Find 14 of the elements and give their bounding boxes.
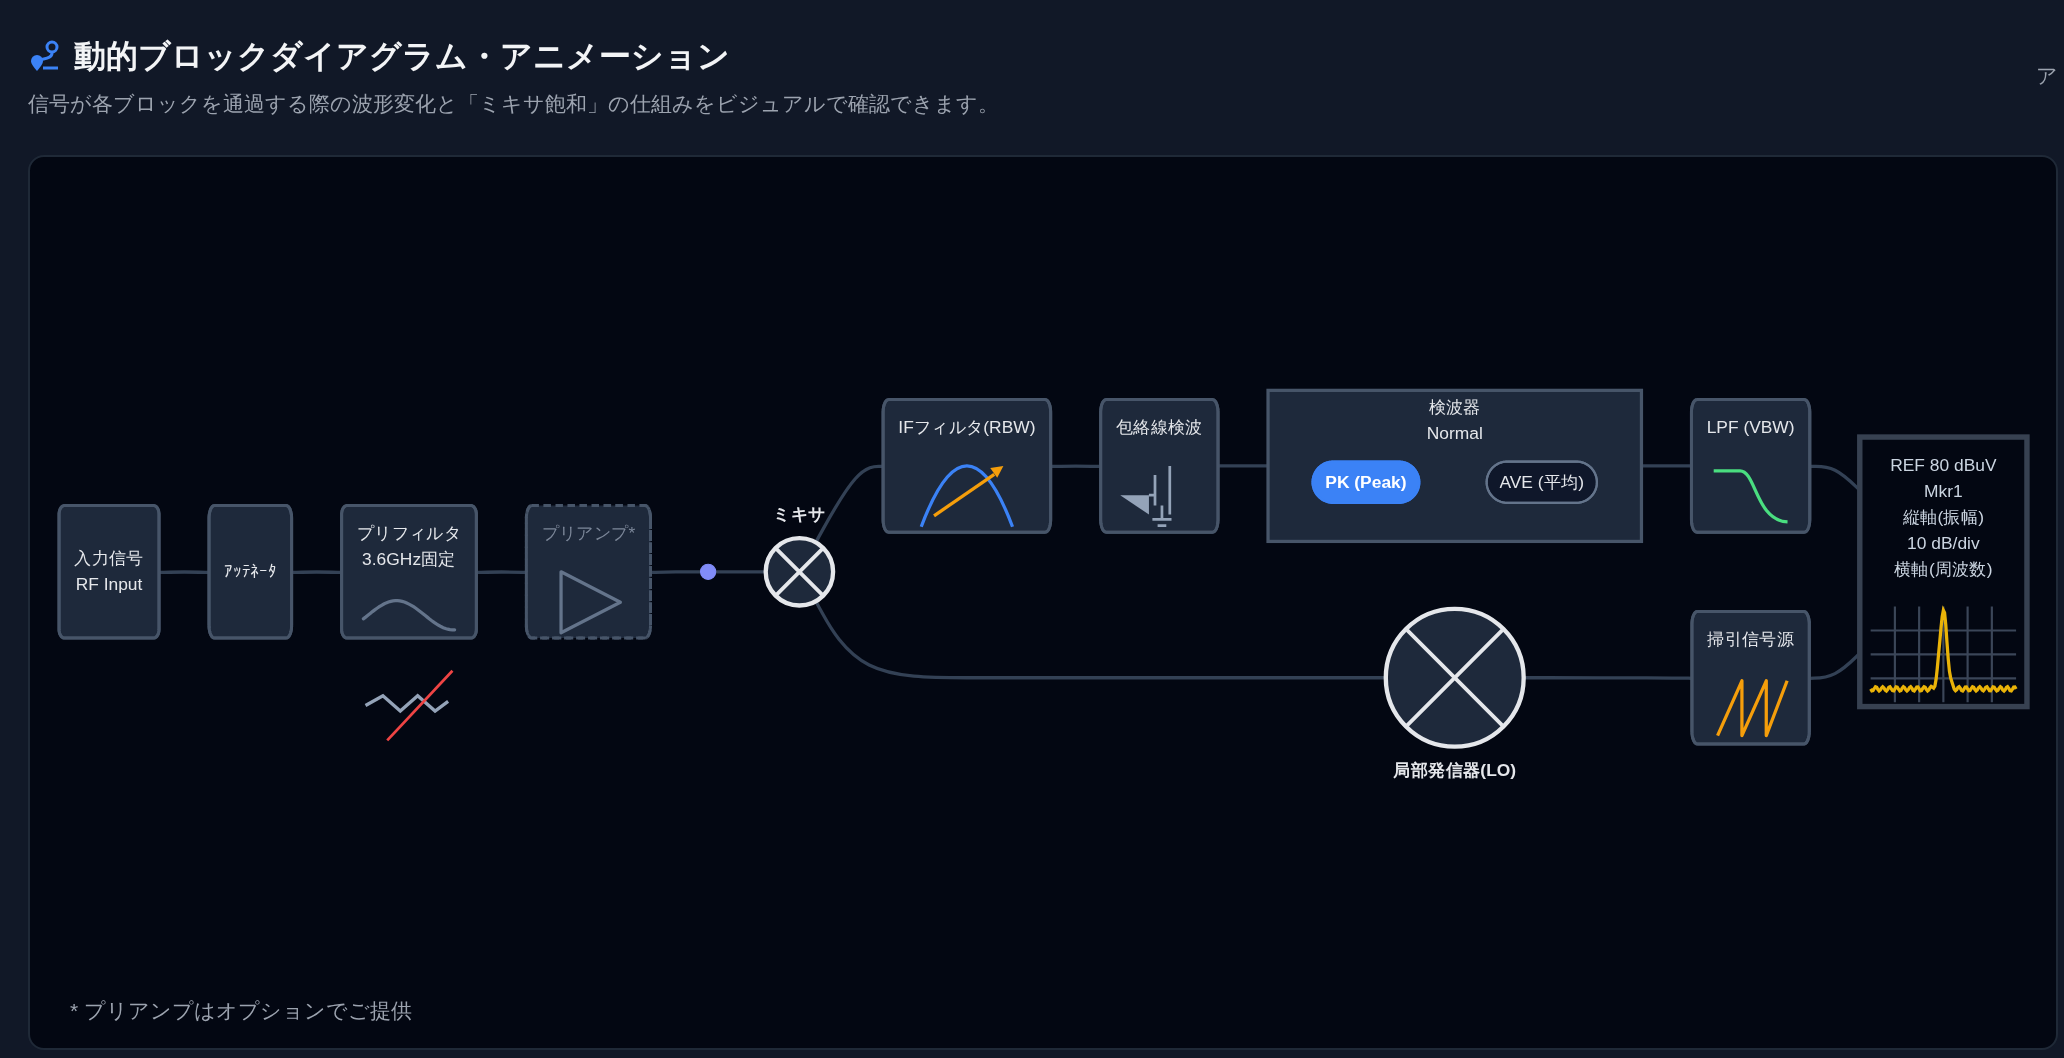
- connector: [814, 464, 884, 544]
- connector: [651, 570, 701, 574]
- header-text: ア: [2036, 63, 2058, 89]
- footnote: * プリアンプはオプションでご提供: [70, 998, 412, 1024]
- node-circle: [699, 563, 717, 580]
- node-circle: [763, 535, 836, 608]
- diagram-title: 動的ブロックダイアグラム・アニメーション: [74, 37, 730, 76]
- node-label: ミキサ: [773, 504, 826, 523]
- connector: [476, 570, 527, 574]
- node-box: REF 80 dBuV Mkr1 縦軸(振幅) 10 dB/div 横軸(周波数): [1857, 434, 2030, 710]
- node-label: 局部発信器(LO): [1393, 760, 1517, 780]
- subtitle: 信号が各ブロックを通過する際の波形変化と「ミキサ飽和」の仕組みをビジュアルで確認できます。: [28, 91, 999, 117]
- connector: [159, 570, 210, 574]
- node-circle: [1383, 606, 1526, 749]
